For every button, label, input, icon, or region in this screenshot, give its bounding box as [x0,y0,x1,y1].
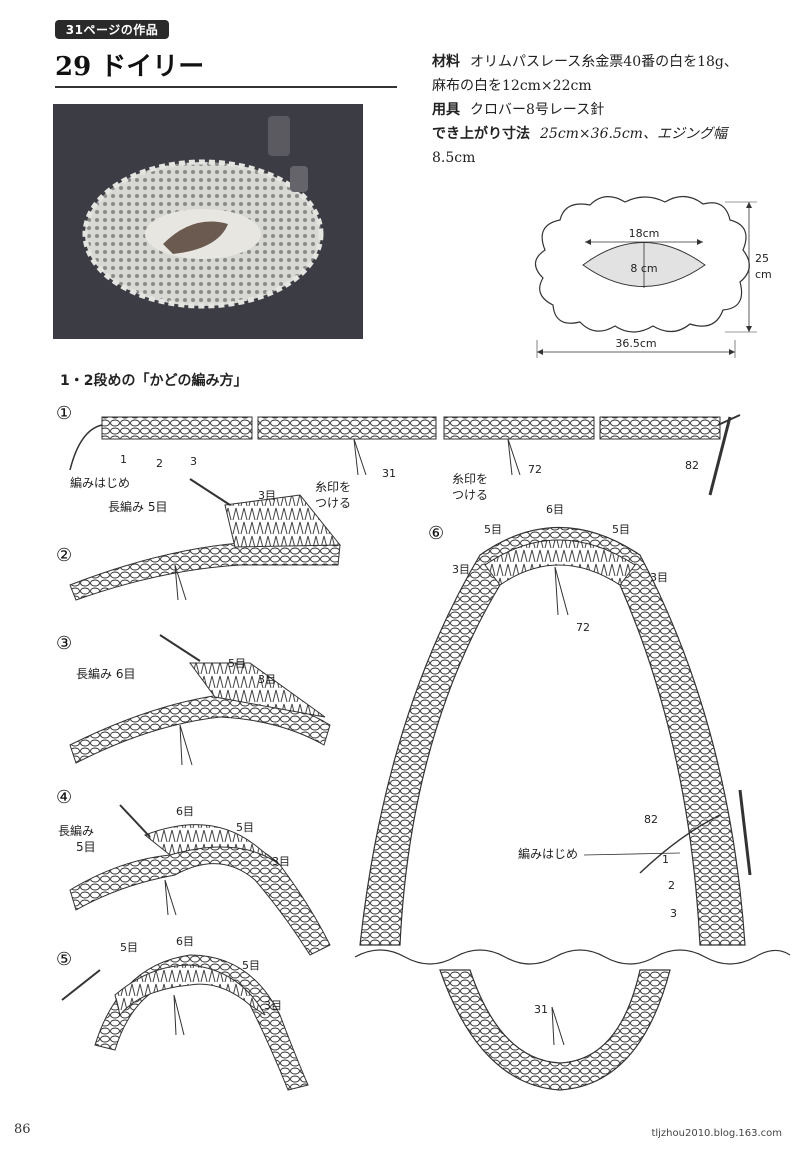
step-6-marker: ⑥ [428,523,444,544]
step-6-top-5-right: 5目 [612,523,630,536]
step-5-marker: ⑤ [56,949,72,970]
step-4-dc-label-2: 5目 [76,840,96,854]
step-4-dc-label-1: 長編み [58,823,94,838]
step-3-work [69,634,331,766]
section-heading: 1・2段めの「かどの編み方」 [60,373,248,389]
step-6-top-6: 6目 [546,503,564,516]
step-1-num-31: 31 [382,467,396,480]
step-2-3-stitches: 3目 [258,489,276,502]
step-4-work [69,804,331,956]
dimension-diagram: 18cm 8 cm 25 cm 36.5cm [534,195,772,358]
outer-height-unit: cm [755,268,772,281]
step-1-num-3: 3 [190,455,197,468]
corner-stitch-diagram: ① 編みはじめ 1 2 3 糸印を つける 31 糸印を つける 72 82 ②… [56,403,791,1091]
page-title: 29 ドイリー [55,52,205,82]
step-1-num-1: 1 [120,453,127,466]
step-1-mark-b-line1: 糸印を [452,472,488,486]
title-divider [55,86,397,88]
outer-width-label: 36.5cm [615,337,656,350]
step-6-work [354,526,791,1091]
step-6-num-1: 1 [662,853,669,866]
step-6-num-31: 31 [534,1003,548,1016]
watermark: tljzhou2010.blog.163.com [651,1128,782,1139]
step-1-mark-a-line1: 糸印を [315,480,351,494]
source-page-badge: 31ページの作品 [55,20,169,39]
step-6-num-2: 2 [668,879,675,892]
materials-text: オリムパスレース糸金票40番の白を18g、 [470,54,738,70]
step-6-num-82: 82 [644,813,658,826]
step-5-work [61,954,309,1091]
step-1-num-72: 72 [528,463,542,476]
size-label: でき上がり寸法 [432,126,530,142]
inner-height-label: 8 cm [630,262,657,275]
page-number: 86 [14,1122,31,1137]
step-5-5-stitches-left: 5目 [120,941,138,954]
outer-height-label: 25 [755,252,769,265]
step-5-5-stitches-right: 5目 [242,959,260,972]
tools-text: クロバー8号レース針 [470,102,605,118]
tools-label: 用具 [432,102,460,118]
materials-line: 材料オリムパスレース糸金票40番の白を18g、 [432,50,777,74]
step-4-5-stitches: 5目 [236,821,254,834]
size-line: でき上がり寸法 25cm×36.5cm、エジング幅 [432,122,777,146]
step-6-top-3-right: 3目 [650,571,668,584]
doily-photo [53,104,363,339]
step-3-3-stitches: 3目 [258,673,276,686]
step-4-6-stitches: 6目 [176,805,194,818]
step-1-start-label: 編みはじめ [70,475,130,490]
step-1-mark-b-line2: つける [452,488,488,502]
step-6-start-label: 編みはじめ [518,846,578,861]
step-5-6-stitches: 6目 [176,935,194,948]
step-6-num-3: 3 [670,907,677,920]
tools-line: 用具クロバー8号レース針 [432,98,777,122]
step-1-chain [69,414,741,496]
step-1-num-82: 82 [685,459,699,472]
size-text: 25cm×36.5cm、エジング幅 [540,126,727,142]
step-1-marker: ① [56,403,72,424]
step-3-dc-label: 長編み 6目 [76,666,135,681]
step-2-marker: ② [56,545,72,566]
step-6-top-5-left: 5目 [484,523,502,536]
inner-width-label: 18cm [629,227,660,240]
step-6-top-3-left: 3目 [452,563,470,576]
materials-spec: 材料オリムパスレース糸金票40番の白を18g、 麻布の白を12cm×22cm 用… [432,50,777,170]
step-1-mark-a-line2: つける [315,496,351,510]
step-4-marker: ④ [56,787,72,808]
step-3-5-stitches: 5目 [228,657,246,670]
step-6-num-72: 72 [576,621,590,634]
step-4-3-stitches: 3目 [272,855,290,868]
step-3-marker: ③ [56,633,72,654]
size-text-2: 8.5cm [432,150,476,166]
step-2-dc-label: 長編み 5目 [108,499,167,514]
step-2-work [69,478,342,601]
step-5-3-stitches: 3目 [264,999,282,1012]
materials-label: 材料 [432,54,460,70]
step-1-num-2: 2 [156,457,163,470]
materials-text-2: 麻布の白を12cm×22cm [432,78,592,94]
